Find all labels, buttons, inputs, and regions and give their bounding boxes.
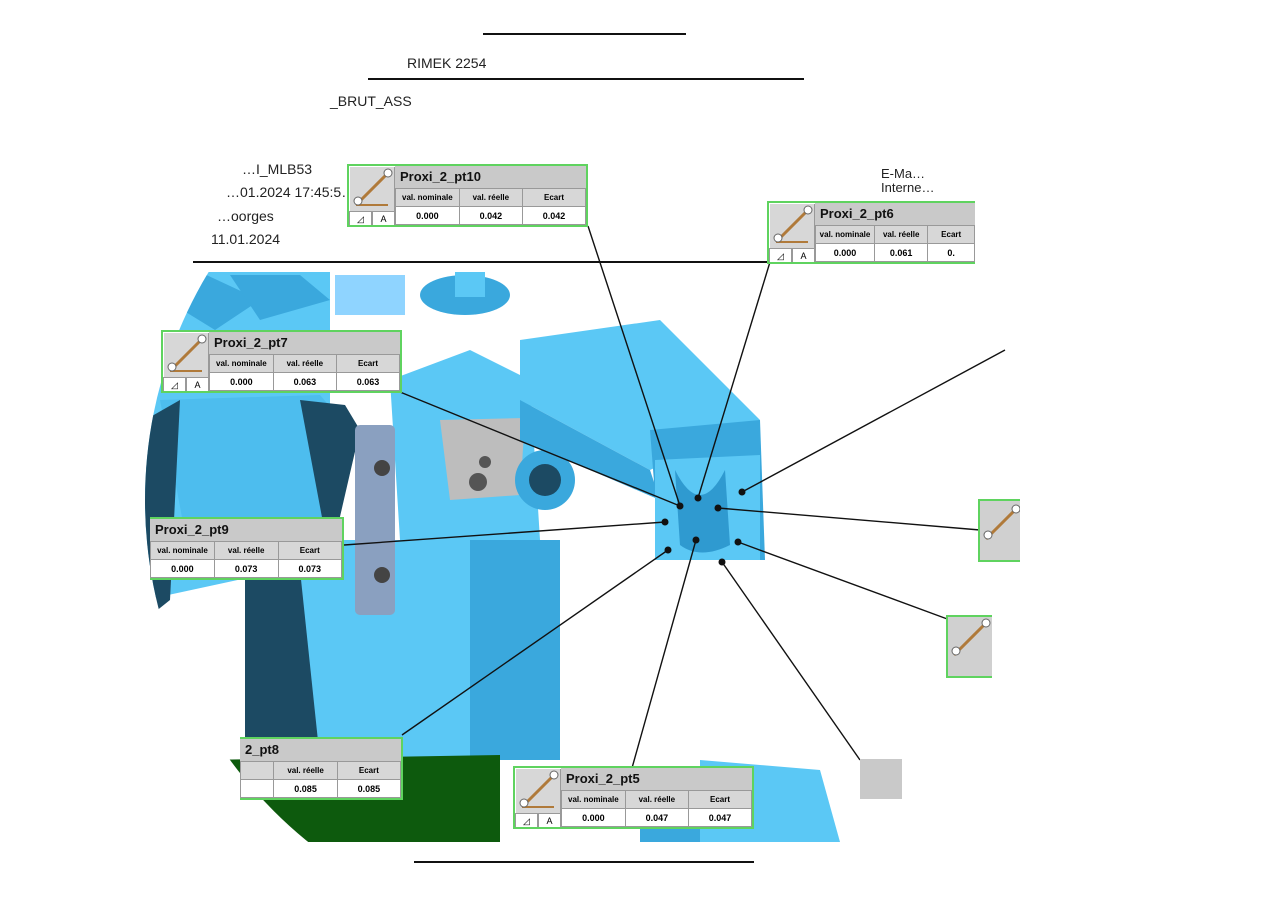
header-rule-top	[483, 33, 686, 35]
col-nominal: val. nominale	[150, 541, 215, 560]
ecart-value: 0.085	[336, 779, 401, 798]
info-line-4: 11.01.2024	[211, 231, 281, 247]
report-subtitle-fragment: _BRUT_ASS	[330, 93, 412, 109]
real-value: 0.047	[624, 808, 690, 827]
ecart-value: 0.063	[336, 372, 400, 391]
measure-points	[661, 488, 746, 566]
callout-clipped-right-1[interactable]	[978, 499, 1021, 562]
col-ecart: Ecart	[522, 188, 586, 207]
distance-icon	[516, 769, 561, 813]
axis-label: A	[186, 377, 209, 391]
col-ecart: Ecart	[336, 354, 400, 373]
callout-title: 2_pt8	[240, 739, 401, 762]
callout-title: Proxi_2_pt5	[561, 768, 752, 791]
col-nominal: val. nominale	[561, 790, 626, 809]
right-info-1: E-Ma…	[881, 166, 926, 181]
callout-clipped-right-2[interactable]	[946, 615, 992, 678]
nominal-value: 0.000	[561, 808, 626, 827]
col-nominal	[240, 761, 275, 780]
header-rule-bottom	[193, 261, 973, 263]
leader-lines	[343, 225, 1006, 769]
col-nominal: val. nominale	[209, 354, 274, 373]
ecart-value: 0.	[927, 243, 975, 262]
real-value: 0.073	[213, 559, 279, 578]
callout-clipped-right-3[interactable]	[860, 759, 902, 799]
distance-icon	[951, 618, 991, 657]
footer-rule	[414, 861, 754, 863]
col-real: val. réelle	[213, 541, 279, 560]
nominal-value: 0.000	[395, 206, 460, 225]
angle-icon: ◿	[163, 377, 186, 391]
nominal-value: 0.000	[209, 372, 274, 391]
col-ecart: Ecart	[277, 541, 342, 560]
callout-title: Proxi_2_pt6	[815, 203, 975, 226]
angle-icon: ◿	[349, 211, 372, 225]
col-real: val. réelle	[458, 188, 524, 207]
real-value: 0.061	[874, 243, 929, 262]
angle-icon: ◿	[515, 813, 538, 827]
axis-label: A	[372, 211, 395, 225]
right-info-2: Interne…	[881, 180, 935, 195]
real-value: 0.063	[272, 372, 338, 391]
distance-icon	[983, 504, 1021, 541]
col-real: val. réelle	[624, 790, 690, 809]
report-title-fragment: RIMEK 2254	[407, 55, 487, 71]
ecart-value: 0.047	[688, 808, 752, 827]
info-line-1: …I_MLB53	[242, 161, 313, 177]
col-real: val. réelle	[874, 225, 929, 244]
real-value: 0.042	[458, 206, 524, 225]
info-line-3: …oorges	[217, 208, 274, 224]
header-rule-mid	[368, 78, 804, 80]
distance-icon	[770, 204, 815, 248]
callout-title: Proxi_2_pt7	[209, 332, 400, 355]
callout-title: Proxi_2_pt9	[150, 519, 342, 542]
nominal-value	[240, 779, 275, 798]
col-real: val. réelle	[272, 354, 338, 373]
nominal-value: 0.000	[814, 243, 876, 262]
ecart-value: 0.073	[277, 559, 342, 578]
nominal-value: 0.000	[150, 559, 215, 578]
axis-label: A	[538, 813, 561, 827]
col-ecart: Ecart	[336, 761, 401, 780]
col-nominal: val. nominale	[395, 188, 460, 207]
distance-icon	[164, 333, 209, 377]
col-nominal: val. nominale	[814, 225, 876, 244]
ecart-value: 0.042	[522, 206, 586, 225]
col-ecart: Ecart	[927, 225, 975, 244]
col-real: val. réelle	[273, 761, 338, 780]
distance-icon	[350, 167, 395, 211]
real-value: 0.085	[273, 779, 338, 798]
col-ecart: Ecart	[688, 790, 752, 809]
axis-label: A	[792, 248, 815, 262]
info-line-2: …01.2024 17:45:5…	[226, 184, 356, 200]
callout-title: Proxi_2_pt10	[395, 166, 586, 189]
angle-icon: ◿	[769, 248, 792, 262]
